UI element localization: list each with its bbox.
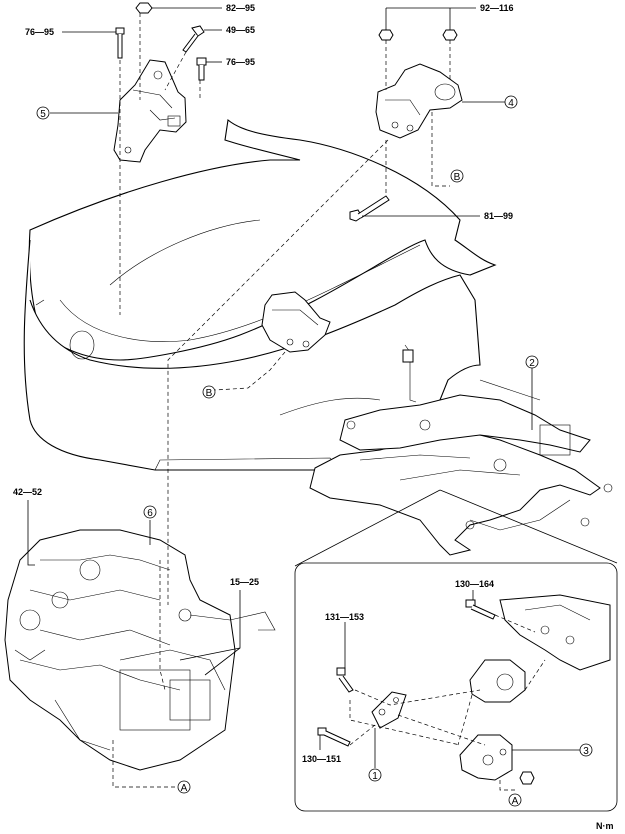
engine-mount-part-4 [375, 63, 463, 139]
callout-2: 2 [525, 355, 539, 369]
torque-label-76-95-left: 76—95 [25, 27, 54, 37]
torque-labels: 76—95 82—95 49—65 76—95 92—116 81—99 42—… [13, 3, 514, 764]
inset-nut [519, 771, 535, 785]
inset-plate-part-1 [371, 691, 407, 729]
callout-5: 5 [36, 106, 50, 120]
torque-label-81-99: 81—99 [484, 211, 513, 221]
alignment-dashed-lines [112, 13, 546, 791]
torque-label-82-95: 82—95 [226, 3, 255, 13]
callout-A-engine: A [177, 780, 191, 794]
nut-82-95 [135, 2, 153, 14]
engine-assembly-part-6 [4, 529, 276, 771]
callout-A-inset: A [508, 793, 522, 807]
svg-text:3: 3 [583, 746, 589, 757]
svg-text:B: B [454, 172, 461, 183]
engine-mount-center [261, 291, 331, 353]
unit-label: N·m [596, 821, 614, 831]
svg-text:B: B [206, 388, 213, 399]
inset-bracket-upper [499, 594, 611, 671]
bolt-76-95-left [115, 27, 125, 59]
callout-6: 6 [143, 505, 157, 519]
torque-label-130-164: 130—164 [455, 579, 494, 589]
callouts: 1 2 3 4 5 6 A A [36, 95, 593, 807]
subframe-crossmember-part-2 [309, 344, 613, 556]
inset-bracket-part-3 [459, 734, 513, 781]
torque-label-131-153: 131—153 [325, 612, 364, 622]
callout-B-top: B [450, 169, 464, 183]
callout-4: 4 [504, 95, 518, 109]
leader-lines [27, 7, 580, 768]
svg-text:A: A [512, 796, 519, 807]
nut-92-116-right [442, 29, 458, 41]
bolt-49-65 [182, 25, 205, 53]
engine-mount-part-5 [113, 59, 187, 163]
torque-label-76-95-right: 76—95 [226, 57, 255, 67]
inset-bolt-131-153 [336, 667, 354, 693]
svg-text:A: A [181, 783, 188, 794]
svg-text:1: 1 [372, 771, 378, 782]
torque-label-42-52: 42—52 [13, 487, 42, 497]
bolt-76-95-right [196, 57, 207, 81]
bolt-81-99 [349, 195, 390, 222]
svg-text:6: 6 [147, 508, 153, 519]
torque-label-15-25: 15—25 [230, 577, 259, 587]
torque-label-130-151: 130—151 [302, 754, 341, 764]
callout-B-body: B [202, 385, 216, 399]
svg-text:2: 2 [529, 358, 535, 369]
callout-1: 1 [368, 768, 382, 782]
vehicle-body-outline [23, 118, 497, 471]
inset-bolt-130-164 [465, 599, 496, 620]
inset-bolt-130-151 [317, 727, 351, 747]
torque-label-92-116: 92—116 [480, 3, 514, 13]
torque-label-49-65: 49—65 [226, 25, 255, 35]
callout-3: 3 [579, 743, 593, 757]
svg-text:5: 5 [40, 109, 46, 120]
svg-text:4: 4 [508, 98, 514, 109]
nut-92-116-left [378, 29, 394, 41]
